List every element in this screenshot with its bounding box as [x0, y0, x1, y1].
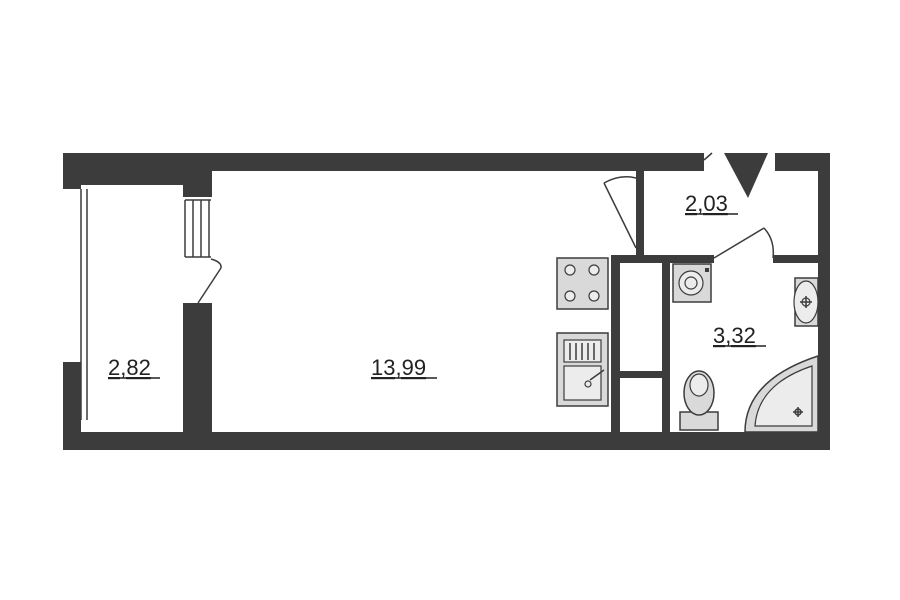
entrance-door[interactable]: [703, 152, 713, 161]
bathroom-area-label: 3,32: [713, 323, 756, 348]
partitions: [611, 171, 830, 450]
label-underlines: [108, 213, 766, 379]
balcony-window: [80, 189, 88, 420]
main-room-area-label: 13,99: [371, 355, 426, 380]
washing-machine-icon: [672, 263, 712, 303]
balcony-area-label: 2,82: [108, 355, 151, 380]
room-window: [184, 199, 211, 258]
washbasin-icon: [793, 277, 819, 327]
hallway-area-label: 2,03: [685, 191, 728, 216]
entrance-arrow-icon: [724, 153, 768, 198]
stove-icon: [556, 257, 609, 310]
shower-icon: [744, 354, 819, 433]
balcony-door[interactable]: [197, 258, 222, 304]
hallway-door[interactable]: [603, 176, 637, 249]
toilet-icon: [679, 370, 719, 431]
walls: [63, 153, 830, 450]
bathroom-door[interactable]: [713, 227, 775, 259]
sink-icon: [556, 332, 609, 407]
